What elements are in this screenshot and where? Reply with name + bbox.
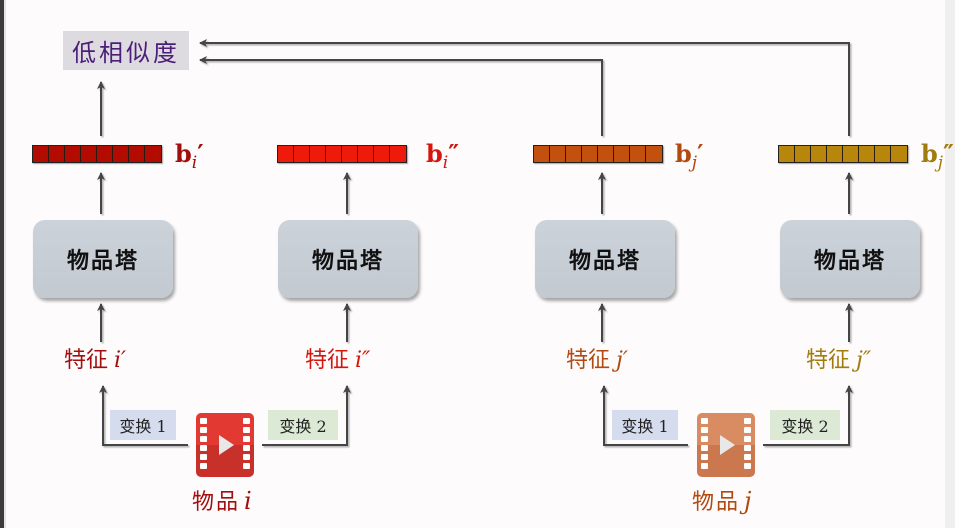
vector-cell: [550, 146, 566, 162]
item-tower-2: 物品塔: [278, 220, 418, 298]
vector-cell: [534, 146, 550, 162]
vector-cell: [129, 146, 145, 162]
vector-cell: [97, 146, 113, 162]
film-hole: [701, 445, 708, 451]
film-hole: [200, 436, 207, 442]
embedding-vector-bj-double-prime: [778, 145, 908, 163]
transform-1-label-j: 变换 1: [612, 410, 678, 440]
transform-2-label-j: 变换 2: [770, 410, 840, 440]
film-hole: [701, 427, 708, 433]
vector-cell: [358, 146, 374, 162]
vector-cell: [614, 146, 630, 162]
arrow-item-j-to-feat4: [763, 385, 853, 446]
arrow-bj2-to-similarity: [199, 39, 850, 136]
tower-label: 物品塔: [813, 248, 886, 274]
film-hole: [243, 463, 250, 469]
transform-1-label-i: 变换 1: [110, 410, 176, 440]
vector-label-bi-double-prime: bi″: [426, 139, 459, 173]
vector-cell: [310, 146, 326, 162]
vector-cell: [278, 146, 294, 162]
vector-cell: [795, 146, 811, 162]
film-hole: [744, 427, 751, 433]
film-hole: [243, 418, 250, 424]
vector-cell: [646, 146, 662, 162]
vector-cell: [113, 146, 129, 162]
film-hole: [243, 427, 250, 433]
vector-cell: [326, 146, 342, 162]
vector-cell: [598, 146, 614, 162]
window-left-edge: [0, 0, 4, 528]
film-hole: [701, 436, 708, 442]
film-hole: [744, 436, 751, 442]
vector-cell: [145, 146, 161, 162]
vector-cell: [859, 146, 875, 162]
vector-cell: [342, 146, 358, 162]
vector-cell: [582, 146, 598, 162]
film-hole: [243, 445, 250, 451]
item-tower-4: 物品塔: [780, 220, 920, 298]
item-tower-3: 物品塔: [535, 220, 675, 298]
film-hole: [200, 427, 207, 433]
vector-label-bj-prime: bj′: [675, 139, 704, 173]
tower-label: 物品塔: [568, 248, 641, 274]
film-hole: [744, 445, 751, 451]
vector-cell: [374, 146, 390, 162]
video-film-icon: [196, 413, 254, 477]
film-hole: [701, 463, 708, 469]
vector-cell: [49, 146, 65, 162]
vector-cell: [65, 146, 81, 162]
low-similarity-label: 低相似度: [72, 39, 180, 67]
vector-cell: [827, 146, 843, 162]
embedding-vector-bi-prime: [32, 145, 162, 163]
arrow-bj1-to-similarity: [199, 56, 603, 136]
arrow-item-i-to-feat1: [99, 385, 188, 446]
play-icon: [720, 435, 735, 455]
film-hole: [200, 463, 207, 469]
vector-cell: [390, 146, 406, 162]
embedding-vector-bi-double-prime: [277, 145, 407, 163]
window-left-edge-highlight: [4, 0, 6, 528]
arrow-item-i-to-feat2: [262, 385, 351, 446]
vector-cell: [811, 146, 827, 162]
transform-2-label-i: 变换 2: [268, 410, 338, 440]
vector-cell: [81, 146, 97, 162]
film-hole: [200, 454, 207, 460]
vector-cell: [33, 146, 49, 162]
vector-cell: [779, 146, 795, 162]
vector-cell: [843, 146, 859, 162]
film-hole: [744, 454, 751, 460]
film-hole: [200, 418, 207, 424]
arrow-item-j-to-feat3: [600, 385, 688, 446]
film-hole: [701, 418, 708, 424]
embedding-vector-bj-prime: [533, 145, 663, 163]
vector-cell: [566, 146, 582, 162]
vector-cell: [891, 146, 907, 162]
item-tower-1: 物品塔: [33, 220, 173, 298]
film-hole: [701, 454, 708, 460]
window-right-edge: [945, 0, 955, 528]
tower-label: 物品塔: [66, 248, 139, 274]
vector-label-bj-double-prime: bj″: [921, 139, 954, 173]
film-hole: [744, 418, 751, 424]
low-similarity-box: 低相似度: [63, 31, 189, 70]
vector-label-bi-prime: bi′: [175, 139, 204, 173]
tower-label: 物品塔: [311, 248, 384, 274]
film-hole: [200, 445, 207, 451]
vector-cell: [294, 146, 310, 162]
video-film-icon: [697, 413, 755, 477]
film-hole: [744, 463, 751, 469]
film-hole: [243, 454, 250, 460]
vector-cell: [875, 146, 891, 162]
play-icon: [219, 435, 234, 455]
film-hole: [243, 436, 250, 442]
vector-cell: [630, 146, 646, 162]
